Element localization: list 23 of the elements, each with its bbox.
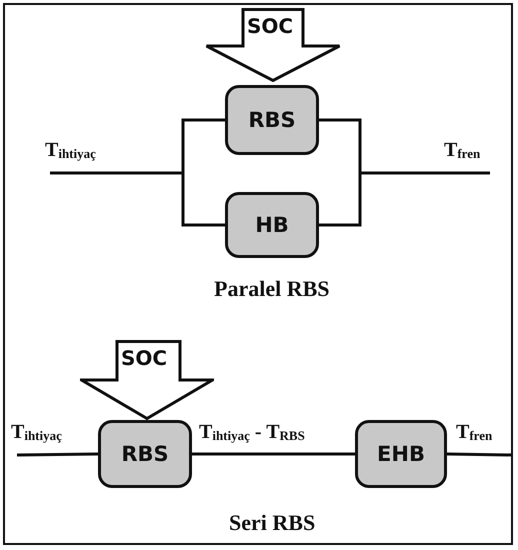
block-arrow [80,340,214,420]
block-arrow [205,8,341,82]
diagram-caption: Seri RBS [229,510,316,536]
process-box [225,85,319,155]
edge-label: T$_{ihtiyaç}$ [44,140,97,160]
diagram-caption: Paralel RBS [214,276,330,302]
process-box [98,420,192,488]
connector-line [319,172,490,226]
edge-label: T$_{ihtiyaç}$ - T$_{RBS}$ [198,422,306,442]
box-label: RBS [121,442,169,466]
process-box [355,420,447,488]
edge-label: T$_{ihtiyaç}$ [10,422,63,442]
connector-line [16,452,98,456]
connector-line [446,452,514,456]
box-label: HB [255,213,289,237]
arrow-label: SOC [121,346,168,370]
connector-line [192,452,355,456]
arrow-label: SOC [247,14,294,38]
edge-label: T$_{fren}$ [443,140,482,160]
process-box [225,192,319,258]
box-label: RBS [248,108,296,132]
box-label: EHB [377,442,425,466]
edge-label: T$_{fren}$ [455,422,494,442]
